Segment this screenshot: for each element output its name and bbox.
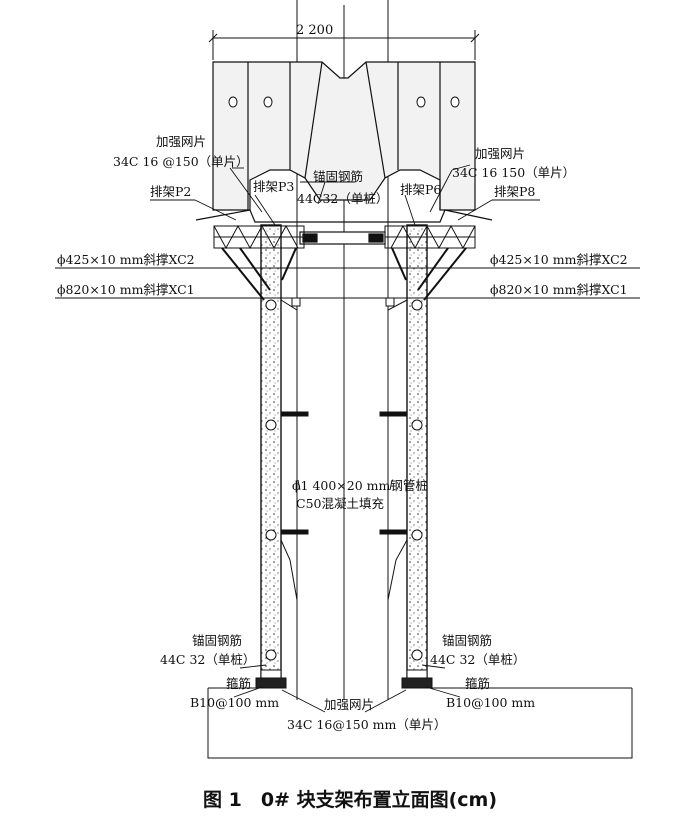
steel-pipe-pile-right: [406, 224, 428, 681]
label-stirrup-right-spec: B10@100 mm: [446, 695, 535, 710]
label-brace-xc1-right: ϕ820×10 mm斜撑XC1: [490, 282, 628, 297]
label-mesh-left-spec: 34C 16 @150（单片）: [113, 154, 249, 169]
label-stirrup-left-title: 箍筋: [226, 676, 251, 691]
steel-pipe-pile-left: [260, 224, 282, 681]
label-stirrup-right-title: 箍筋: [465, 676, 490, 691]
label-brace-xc2-left: ϕ425×10 mm斜撑XC2: [57, 252, 195, 267]
label-rack-p6: 排架P6: [400, 182, 441, 197]
pier-stem: [280, 297, 408, 601]
label-rack-p3: 排架P3: [253, 179, 294, 194]
label-pile-spec: ϕ1 400×20 mm钢管桩: [292, 478, 428, 493]
label-rack-p2: 排架P2: [150, 184, 191, 199]
label-anchor-left-title: 锚固钢筋: [192, 633, 242, 648]
label-anchor-top-spec: 44C32（单桩）: [297, 191, 388, 206]
label-brace-xc2-right: ϕ425×10 mm斜撑XC2: [490, 252, 628, 267]
pile-bases: [255, 669, 433, 689]
label-brace-xc1-left: ϕ820×10 mm斜撑XC1: [57, 282, 195, 297]
scaffold-truss-left: [213, 224, 305, 250]
dimension-label: 2 200: [296, 23, 333, 38]
girder-holes: [228, 96, 460, 108]
box-girder: [212, 61, 476, 211]
figure-caption: 图 1 0# 块支架布置立面图(cm): [203, 788, 497, 811]
deck-slab: [195, 209, 493, 245]
leader-lines: [150, 164, 540, 713]
foundation-outline: [207, 687, 633, 759]
label-mesh-right-spec: 34C 16 150（单片）: [452, 165, 575, 180]
scaffold-truss-right: [384, 224, 476, 250]
label-mesh-bottom-spec: 34C 16@150 mm（单片）: [287, 717, 446, 732]
label-anchor-right-title: 锚固钢筋: [442, 633, 492, 648]
label-anchor-right-spec: 44C 32（单桩）: [430, 652, 525, 667]
label-rack-p8: 排架P8: [494, 184, 535, 199]
label-anchor-left-spec: 44C 32（单桩）: [160, 652, 255, 667]
label-pile-fill: C50混凝土填充: [296, 496, 384, 511]
label-mesh-bottom-title: 加强网片: [324, 697, 374, 712]
brace-level-lines: [55, 267, 640, 299]
label-anchor-top-title: 锚固钢筋: [313, 169, 363, 184]
label-mesh-left-title: 加强网片: [156, 134, 206, 149]
label-stirrup-left-spec: B10@100 mm: [190, 695, 279, 710]
label-mesh-right-title: 加强网片: [475, 146, 525, 161]
